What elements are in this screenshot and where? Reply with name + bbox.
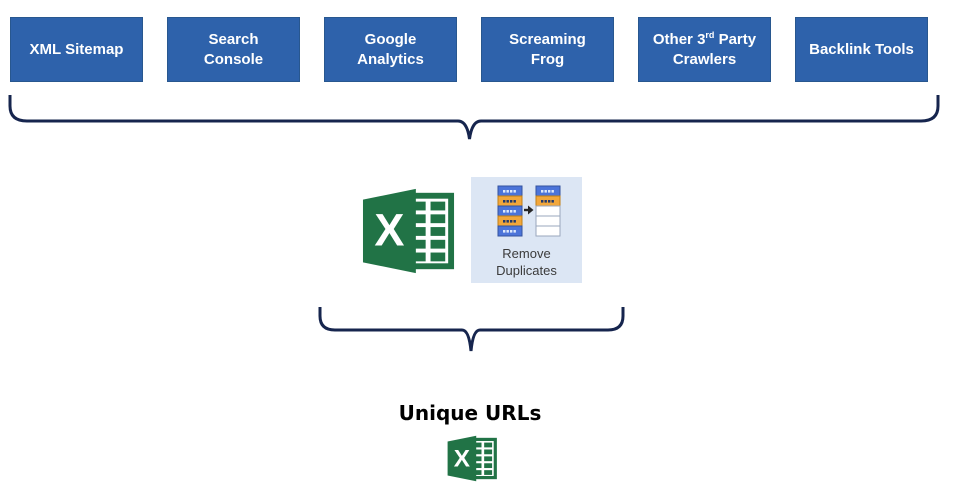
excel-x-letter: X [454,445,471,472]
excel-fold [447,435,477,482]
excel-icon-small: X [447,435,497,482]
source-box-label: Search Console [203,31,264,68]
remove-duplicates-icon: Remove Duplicates [471,177,582,283]
source-box-screaming-frog: Screaming Frog [481,17,614,82]
source-box-label: Google Analytics [357,31,424,68]
excel-sheet-cells [474,442,493,475]
excel-sheet-cells [411,201,446,262]
remove-duplicates-left-column [497,185,523,237]
unique-urls-title: Unique URLs [398,401,542,425]
excel-icon: X [362,188,455,274]
remove-duplicates-arrow [524,205,534,215]
source-box-label: XML Sitemap [29,40,124,58]
source-tools-row: XML Sitemap Search Console Google Analyt… [10,17,928,82]
top-brace [8,95,940,140]
excel-x-letter: X [374,205,404,256]
source-box-label: Backlink Tools [809,40,914,58]
source-box-search-console: Search Console [167,17,300,82]
source-box-google-analytics: Google Analytics [324,17,457,82]
superscript-rd: rd [705,30,715,41]
remove-duplicates-label-line2: Duplicates [496,263,557,278]
source-box-label: Other 3rd Party Crawlers [652,30,757,68]
source-box-backlink-tools: Backlink Tools [795,17,928,82]
excel-fold [362,188,416,274]
remove-duplicates-right-column [535,185,561,237]
source-box-xml-sitemap: XML Sitemap [10,17,143,82]
source-box-label: Screaming Frog [509,31,586,68]
source-box-other-3rd-party-crawlers: Other 3rd Party Crawlers [638,17,771,82]
bottom-brace [318,307,625,352]
remove-duplicates-label-line1: Remove [502,246,550,261]
